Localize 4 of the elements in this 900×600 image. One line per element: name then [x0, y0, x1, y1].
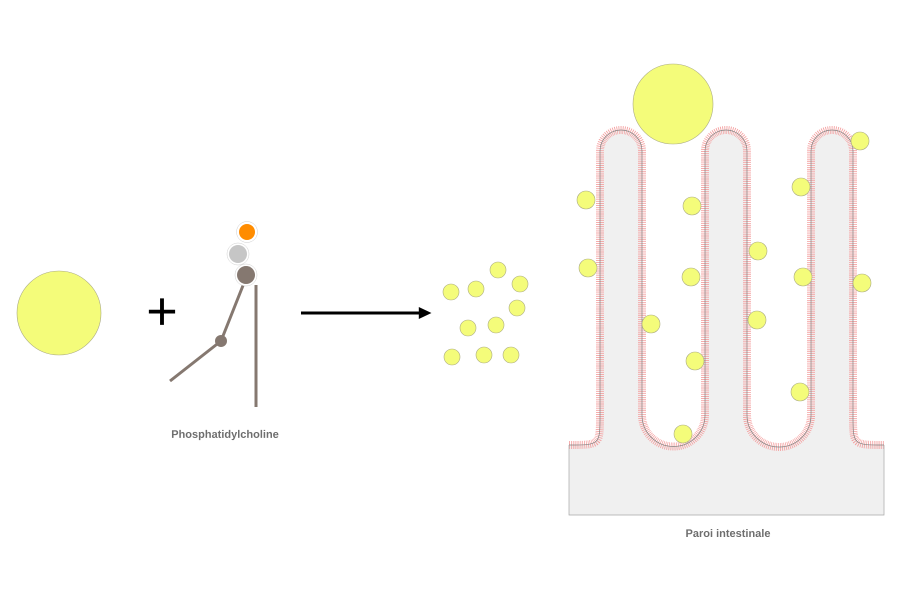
caption-text: Phosphatidylcholine: [172, 430, 278, 440]
caption-text: Paroi intestinale: [686, 528, 770, 538]
fat-droplet: [16, 270, 102, 356]
droplet-cluster: [442, 262, 528, 366]
